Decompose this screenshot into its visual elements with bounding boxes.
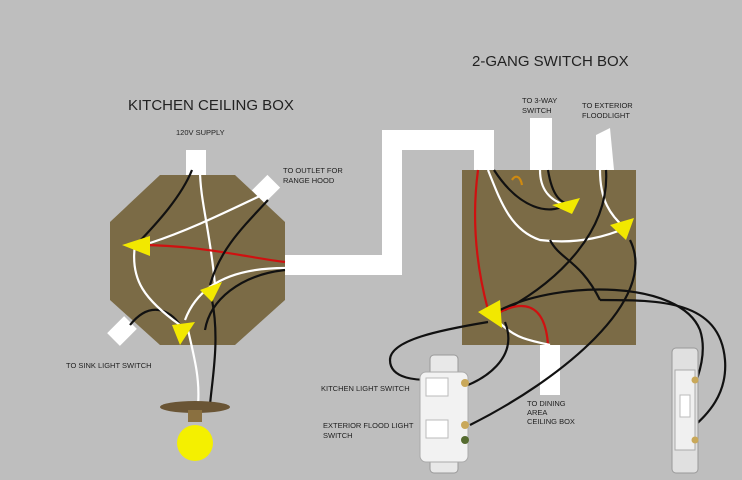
supply-cable-entry xyxy=(186,150,206,175)
outlet-label-line1: TO OUTLET FOR xyxy=(283,166,343,175)
dining-label-line3: CEILING BOX xyxy=(527,417,575,426)
switch-box-wires xyxy=(388,169,727,431)
supply-label: 120V SUPPLY xyxy=(176,128,225,137)
exterior-cable-entry xyxy=(596,128,614,170)
three-way-switch[interactable] xyxy=(671,347,699,474)
kitchen-double-switch[interactable] xyxy=(419,354,469,474)
wire-nut xyxy=(478,300,502,328)
three-way-label-line1: TO 3-WAY xyxy=(522,96,557,105)
switch-box-title: 2-GANG SWITCH BOX xyxy=(472,53,629,70)
sink-switch-cable-entry xyxy=(107,316,137,346)
flood-switch-label-line1: EXTERIOR FLOOD LIGHT xyxy=(323,421,414,430)
three-way-label-line2: SWITCH xyxy=(522,106,552,115)
kitchen-ceiling-box-title: KITCHEN CEILING BOX xyxy=(128,97,294,114)
ceiling-box-wires xyxy=(129,169,286,406)
light-fixture-base xyxy=(160,401,230,413)
light-bulb-icon xyxy=(177,425,213,461)
wire-nut xyxy=(172,322,195,345)
kitchen-switch-label: KITCHEN LIGHT SWITCH xyxy=(321,384,410,393)
flood-switch-label-line2: SWITCH xyxy=(323,431,353,440)
three-way-toggle[interactable] xyxy=(679,394,691,418)
wire-nut xyxy=(200,282,222,302)
sink-switch-label: TO SINK LIGHT SWITCH xyxy=(66,361,152,370)
wire-nut xyxy=(122,236,150,256)
conduit xyxy=(280,130,494,275)
wire-nut xyxy=(552,198,580,214)
flood-light-toggle[interactable] xyxy=(425,419,449,439)
three-way-cable-entry xyxy=(530,118,552,170)
wire-nut xyxy=(610,218,634,240)
kitchen-light-toggle[interactable] xyxy=(425,377,449,397)
exterior-label-line2: FLOODLIGHT xyxy=(582,111,630,120)
dining-label-line2: AREA xyxy=(527,408,547,417)
outlet-label-line2: RANGE HOOD xyxy=(283,176,335,185)
dining-cable-entry xyxy=(540,345,560,395)
dining-label-line1: TO DINING xyxy=(527,399,566,408)
light-socket xyxy=(188,410,202,422)
exterior-label-line1: TO EXTERIOR xyxy=(582,101,633,110)
